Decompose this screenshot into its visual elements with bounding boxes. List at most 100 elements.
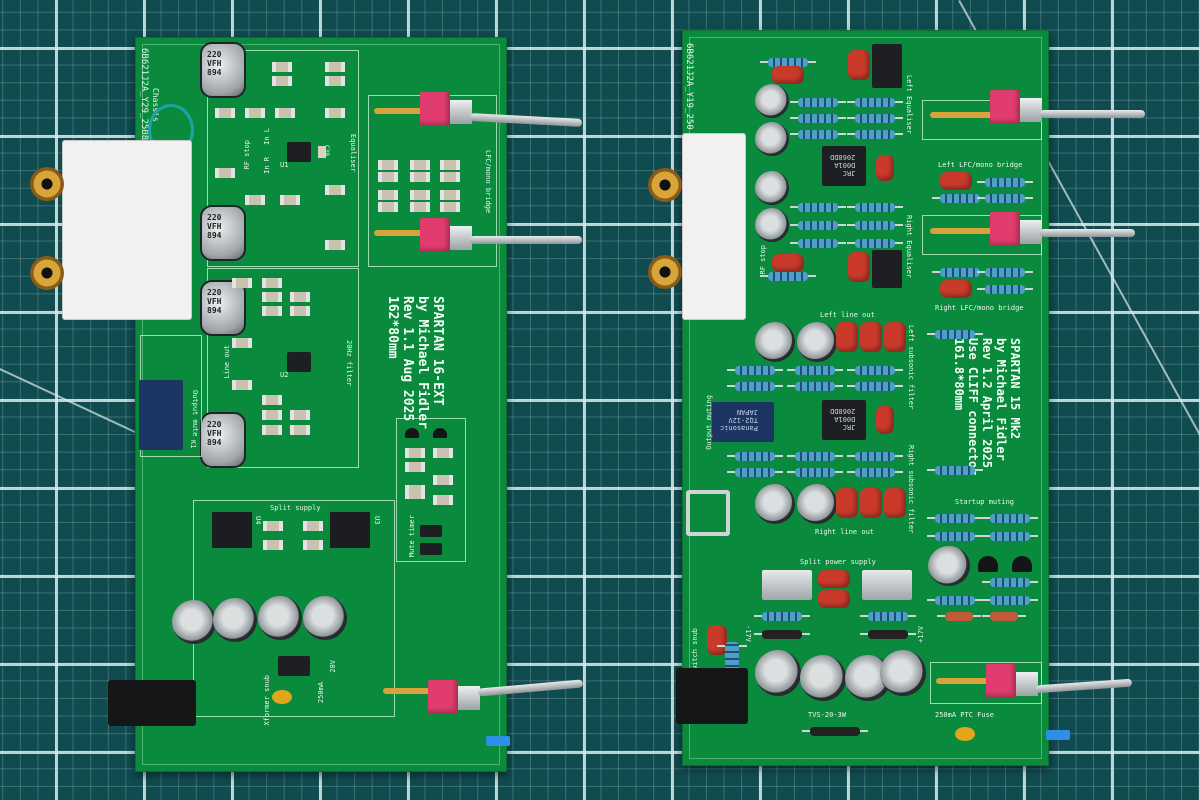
resistor [790,130,846,139]
trimmer-block [872,250,902,288]
equaliser-label: Equaliser [349,134,357,172]
line-out-label: Line out [223,345,231,379]
electrolytic-capacitor [200,42,246,98]
resistor [927,330,983,339]
resistor [727,468,783,477]
u4-label: U4 [254,516,262,525]
toggle-switch-right-lfc[interactable] [990,212,1020,246]
resistor [727,452,783,461]
resistor [790,239,846,248]
film-capacitor [940,172,972,190]
chassis-label: Chassis [151,88,160,122]
mute-timer-label: Mute timer [408,515,416,558]
smd-component [262,306,282,316]
electrolytic-capacitor [258,596,302,640]
voltage-regulator-u4 [212,512,252,548]
smd-component [262,292,282,302]
resistor [790,221,846,230]
resistor [982,532,1038,541]
film-capacitor [848,252,870,282]
resistor [790,203,846,212]
smd-component [440,172,460,182]
smd-component [245,108,265,118]
rca-jack-right[interactable] [30,256,64,290]
toggle-switch-lfc-left[interactable] [420,92,450,126]
electrolytic-capacitor [755,122,789,156]
resistor [787,382,843,391]
electrolytic-capacitor [213,598,257,642]
power-toggle-switch[interactable] [428,680,458,714]
resistor [847,468,903,477]
transistor-q1 [978,556,998,572]
bridge-rectifier [278,656,310,676]
dc-power-jack[interactable] [676,668,748,724]
split-power-supply-label: Split power supply [800,558,876,566]
resistor [927,466,983,475]
rca-input-jack-block[interactable] [682,133,746,320]
film-capacitor [860,488,882,518]
electrolytic-capacitor [797,322,837,362]
ic-marking: JRC D001A 2068DD [830,153,856,177]
smd-component [290,425,310,435]
u3-label: U3 [373,516,381,525]
20hz-filter-label: 20Hz filter [345,340,353,387]
resistor [847,203,903,212]
board-outline [689,37,1042,759]
smd-component [440,202,460,212]
smd-component [410,190,430,200]
smd-component [262,425,282,435]
left-line-out-label: Left line out [820,311,875,319]
transistor-q2 [433,428,447,438]
toggle-switch-pins [930,228,1000,234]
film-capacitor [884,322,906,352]
rca-jack-right[interactable] [648,255,682,289]
film-capacitor [940,280,972,298]
output-mute-label: Output mute [191,390,199,437]
smd-component [303,521,323,531]
diode [937,612,981,621]
film-capacitor [860,322,882,352]
smd-component [232,338,252,348]
diode-d11 [420,525,442,537]
toggle-switch-lfc-right[interactable] [420,218,450,252]
smd-component [410,172,430,182]
smd-component [290,306,310,316]
rca-input-jack-block[interactable] [62,140,192,320]
resistor [787,452,843,461]
smd-component [232,278,252,288]
toggle-switch-lever[interactable] [1040,110,1145,118]
power-toggle-switch[interactable] [986,664,1016,698]
transistor-q1 [405,428,419,438]
ptc-fuse-label: 250mA PTC Fuse [935,711,995,719]
toggle-switch-lever[interactable] [1040,229,1135,237]
left-lfc-label: Left LFC/mono bridge [938,161,1023,169]
electrolytic-capacitor [928,546,970,586]
rca-jack-left[interactable] [648,168,682,202]
op-amp-dip8 [822,146,866,186]
rf-stop-label: RF stop [759,245,767,275]
resistor [847,452,903,461]
toggle-switch-nut [450,100,472,124]
toggle-switch-lever[interactable] [470,236,582,244]
resistor [787,468,843,477]
board-dimensions: 161.8*80mm [952,338,966,411]
smd-component [378,202,398,212]
smd-component [215,108,235,118]
film-capacitor [818,590,850,608]
smd-component [262,278,282,288]
input-section-outline [207,50,359,267]
resistor [982,596,1038,605]
dc-power-jack-j2[interactable] [108,680,196,726]
rca-jack-left[interactable] [30,167,64,201]
output-mute-relay-k1 [139,380,183,450]
diode [982,612,1026,621]
board-author: by Michael Fidler [994,338,1008,461]
toggle-switch-left-lfc[interactable] [990,90,1020,124]
resistor [760,272,816,281]
right-lfc-label: Right LFC/mono bridge [935,304,1024,312]
film-capacitor [848,50,870,80]
resistor [790,114,846,123]
diode [754,630,810,639]
left-subsonic-filter-label: Left subsonic filter [907,325,915,410]
ptc-fuse [955,727,975,741]
